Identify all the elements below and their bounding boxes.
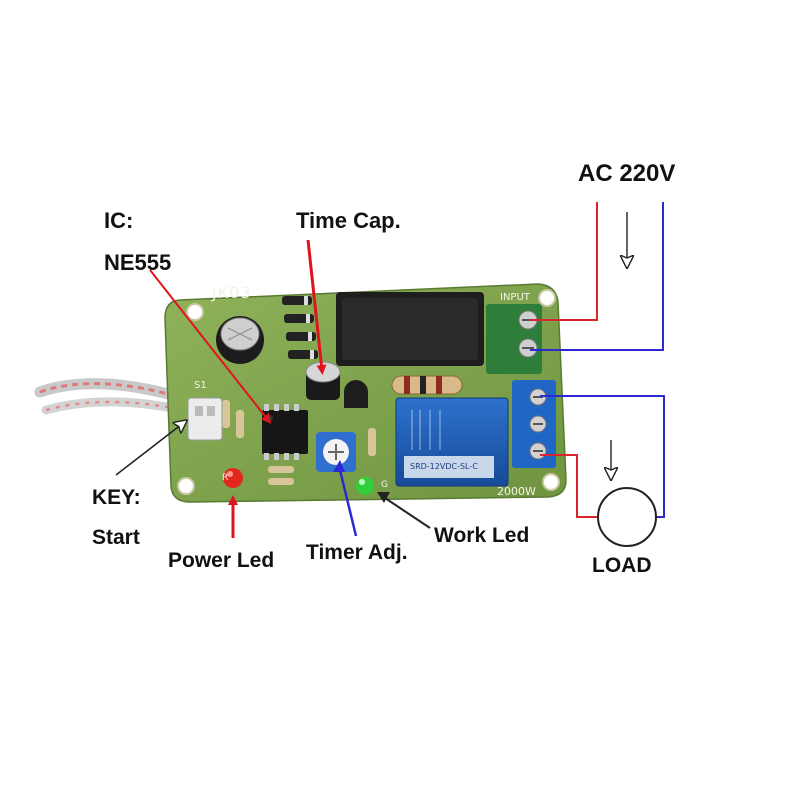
time-cap-callout-arrow (306, 239, 327, 375)
load-label: LOAD (592, 554, 652, 577)
power-resistor (391, 375, 463, 395)
key-label-line1: KEY: (92, 486, 141, 509)
power-module (336, 292, 484, 366)
ic-label-line2: NE555 (104, 250, 172, 275)
switch-marking: S1 (194, 380, 207, 391)
power-led-label: Power Led (168, 549, 275, 572)
key-callout-arrow (115, 424, 182, 476)
board-model-marking: JK03 (212, 283, 252, 302)
time-cap-label: Time Cap. (296, 208, 401, 233)
transistor-q1 (344, 380, 368, 408)
power-led (223, 468, 243, 488)
ic-label-line1: IC: (104, 208, 134, 233)
relay-marking: SRD-12VDC-SL-C (410, 462, 478, 471)
led-r-marking: R (222, 473, 229, 483)
input-terminal (486, 304, 542, 374)
small-resistors (222, 400, 376, 485)
relay (395, 397, 509, 487)
switch-connector-s1 (187, 397, 223, 441)
led-g-marking: G (381, 480, 388, 490)
work-led-callout-arrow (377, 492, 431, 529)
filter-capacitor (216, 316, 264, 364)
timer-potentiometer (316, 432, 356, 472)
key-label-line2: Start (92, 526, 140, 549)
ic-callout-arrow (149, 269, 272, 424)
ac-wiring (530, 202, 665, 518)
power-rating-marking: 2000W (497, 485, 536, 498)
timer-adj-callout-arrow (333, 460, 358, 537)
ac-supply-label: AC 220V (578, 160, 676, 187)
timer-adj-label: Timer Adj. (306, 541, 408, 564)
ne555-ic (262, 404, 308, 460)
work-led (356, 477, 374, 495)
work-led-label: Work Led (434, 524, 530, 547)
rectifier-diodes (282, 296, 318, 359)
load-symbol (597, 487, 657, 547)
input-marking: INPUT (500, 292, 530, 303)
